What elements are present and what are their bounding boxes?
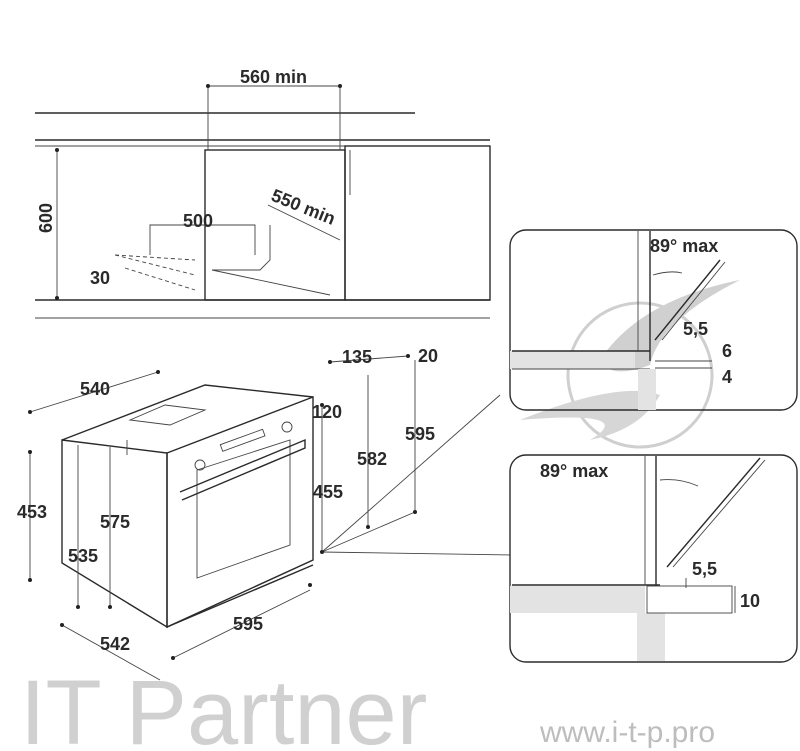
detail-top-inset bbox=[509, 229, 798, 411]
watermark-text: IT Partner bbox=[20, 662, 427, 751]
label-panel-height: 120 bbox=[312, 402, 342, 422]
label-vent: 30 bbox=[90, 268, 110, 288]
cabinet-section bbox=[35, 84, 491, 319]
detail-bottom-dim: 10 bbox=[740, 591, 760, 611]
label-depth-top: 540 bbox=[80, 379, 110, 399]
label-body-height: 575 bbox=[100, 512, 130, 532]
label-total-depth: 542 bbox=[100, 634, 130, 654]
label-front-height: 595 bbox=[405, 424, 435, 444]
label-width-min: 560 min bbox=[240, 67, 307, 87]
label-inner-height: 582 bbox=[357, 449, 387, 469]
label-panel-offset: 20 bbox=[418, 346, 438, 366]
label-body-depth: 535 bbox=[68, 546, 98, 566]
detail-top-dim-a: 6 bbox=[722, 341, 732, 361]
label-panel-depth: 135 bbox=[342, 347, 372, 367]
label-door-height: 455 bbox=[313, 482, 343, 502]
detail-top-angle: 89° max bbox=[650, 236, 718, 256]
label-front-width: 595 bbox=[233, 614, 263, 634]
detail-top-gap: 5,5 bbox=[683, 319, 708, 339]
watermark-logo bbox=[520, 280, 740, 449]
label-cabinet-height: 600 bbox=[36, 203, 56, 233]
oven-drawing bbox=[28, 354, 511, 681]
label-depth: 500 bbox=[183, 211, 213, 231]
watermark-url: www.i-t-p.pro bbox=[539, 716, 715, 749]
detail-top-dim-b: 4 bbox=[722, 367, 732, 387]
detail-bottom-inset bbox=[509, 454, 798, 663]
detail-bottom-angle: 89° max bbox=[540, 461, 608, 481]
label-side-height: 453 bbox=[17, 502, 47, 522]
detail-bottom-gap: 5,5 bbox=[692, 559, 717, 579]
